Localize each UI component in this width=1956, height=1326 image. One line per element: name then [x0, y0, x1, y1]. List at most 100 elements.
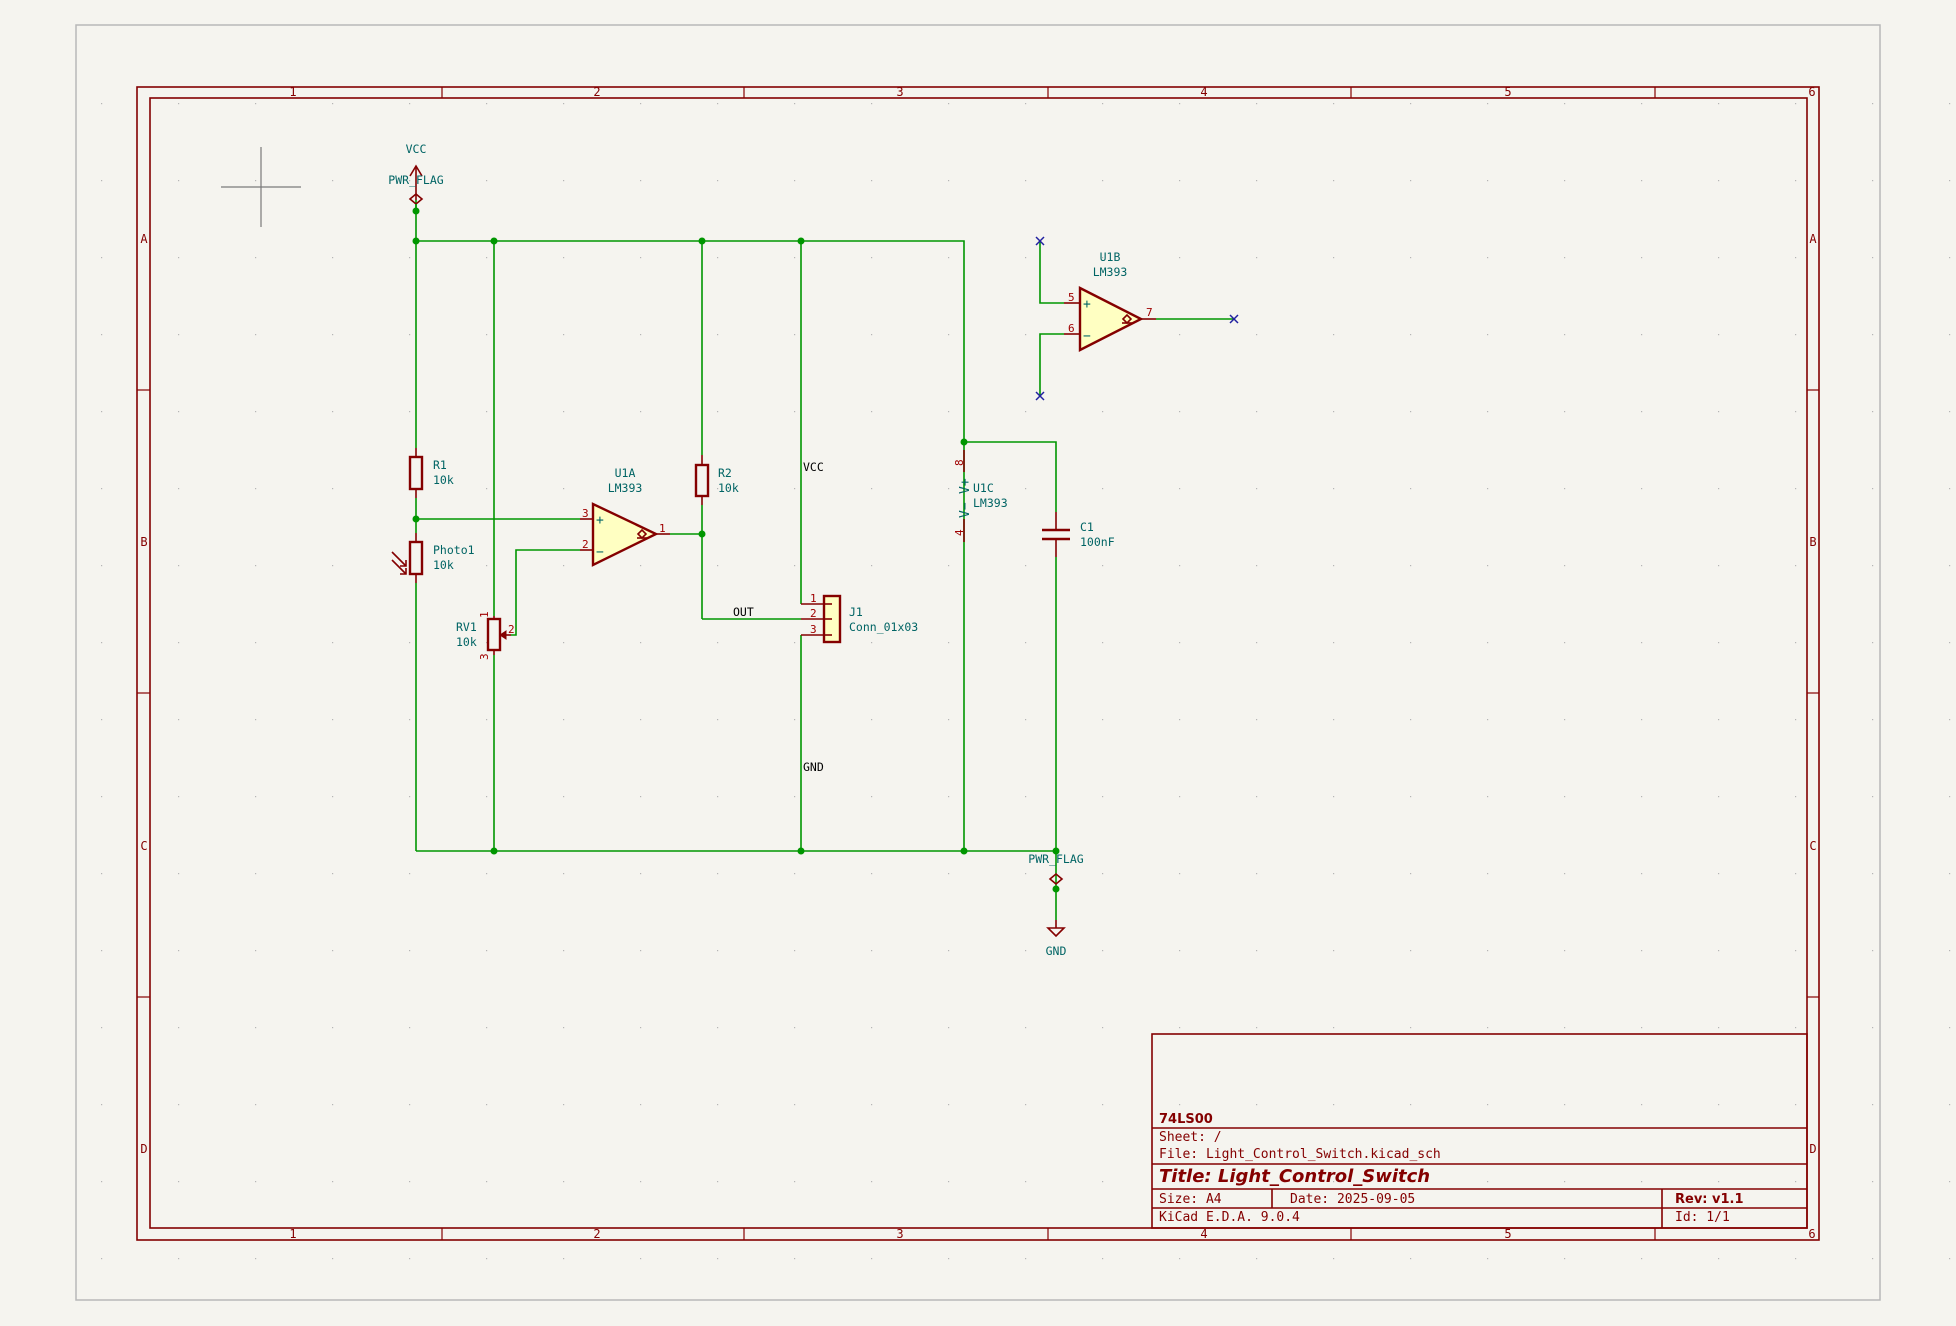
u1b-value: LM393 [1093, 265, 1128, 279]
comparator-u1b[interactable]: + − 5 6 7 U1B LM393 [1064, 250, 1156, 352]
pwr-flag-label: PWR_FLAG [388, 173, 443, 187]
pin-number: 1 [659, 522, 666, 535]
net-label-vcc[interactable]: VCC [803, 460, 824, 474]
light-arrows-icon [391, 551, 407, 575]
column-label-top: 4 [1200, 85, 1207, 99]
junction-dot [490, 237, 498, 245]
pin-number: 2 [582, 538, 589, 551]
no-connect-icon[interactable] [1229, 314, 1239, 324]
r1-reference: R1 [433, 458, 447, 472]
junction-dot [1052, 847, 1060, 855]
title-block[interactable]: 74LS00 Sheet: / File: Light_Control_Swit… [1151, 1033, 1808, 1229]
junctions [412, 207, 1060, 893]
pwr-flag-bottom[interactable]: PWR_FLAG [1028, 852, 1084, 886]
row-label-right: D [1809, 1142, 1816, 1156]
u1a-reference: U1A [615, 466, 636, 480]
r2-reference: R2 [718, 466, 732, 480]
no-connect-icon[interactable] [1035, 391, 1045, 401]
pin-number: 3 [478, 653, 491, 660]
generator-version: KiCad E.D.A. 9.0.4 [1159, 1210, 1300, 1225]
gnd-power-symbol[interactable]: GND [1046, 920, 1067, 958]
pin-number: 1 [478, 611, 491, 618]
wire[interactable] [964, 441, 1057, 512]
up-arrow-icon [409, 164, 423, 177]
row-label-left: D [140, 1142, 147, 1156]
company-name: 74LS00 [1159, 1112, 1213, 1127]
column-label-bottom: 6 [1808, 1227, 1815, 1241]
junction-dot [698, 530, 706, 538]
wire[interactable] [511, 549, 580, 636]
row-label-right: A [1809, 232, 1817, 246]
no-connect-markers [1035, 236, 1239, 401]
gnd-label: GND [1046, 944, 1067, 958]
vcc-power-symbol[interactable]: VCC [406, 142, 427, 200]
photoresistor-photo1[interactable]: Photo1 10k [391, 533, 475, 583]
vcc-label: VCC [406, 142, 427, 156]
j1-value: Conn_01x03 [849, 620, 918, 634]
comparator-u1a[interactable]: + − 3 2 1 U1A LM393 [580, 466, 670, 567]
pin-number: 6 [1068, 322, 1075, 335]
column-ticks [441, 87, 1656, 1240]
wires [415, 200, 1234, 920]
photo1-reference: Photo1 [433, 543, 475, 557]
column-label-top: 5 [1504, 85, 1511, 99]
comparator-u1c-power[interactable]: 8 4 V+ V− U1C LM393 [953, 450, 1008, 542]
rv1-reference: RV1 [456, 620, 477, 634]
junction-dot [1052, 885, 1060, 893]
minus-sign: − [596, 545, 604, 560]
wire[interactable] [1039, 241, 1064, 304]
capacitor-c1[interactable]: C1 100nF [1042, 512, 1115, 557]
pin-number: 2 [810, 607, 817, 620]
r1-value: 10k [433, 473, 454, 487]
c1-reference: C1 [1080, 520, 1094, 534]
grid-dots [101, 103, 1951, 1260]
resistor-r1[interactable]: R1 10k [408, 448, 454, 498]
net-label-out[interactable]: OUT [733, 605, 754, 619]
rv1-value: 10k [456, 635, 477, 649]
sheet-title: Title: Light_Control_Switch [1159, 1166, 1430, 1187]
column-label-bottom: 3 [896, 1227, 903, 1241]
junction-dot [797, 847, 805, 855]
junction-dot [797, 237, 805, 245]
u1a-value: LM393 [608, 481, 643, 495]
row-label-right: C [1809, 839, 1816, 853]
u1b-reference: U1B [1100, 250, 1121, 264]
potentiometer-rv1[interactable]: 1 2 3 RV1 10k [456, 611, 515, 660]
file-name: File: Light_Control_Switch.kicad_sch [1159, 1147, 1441, 1162]
plus-sign: + [1083, 297, 1091, 312]
pwr-flag-top[interactable]: PWR_FLAG [388, 173, 444, 211]
row-label-left: A [140, 232, 148, 246]
frame-outer [136, 86, 1820, 1241]
pin-number: 8 [953, 459, 966, 466]
pin-number: 7 [1146, 306, 1153, 319]
column-label-bottom: 1 [289, 1227, 296, 1241]
column-label-bottom: 4 [1200, 1227, 1207, 1241]
pin-number: 1 [810, 592, 817, 605]
column-label-top: 1 [289, 85, 296, 99]
net-label-gnd[interactable]: GND [803, 760, 824, 774]
r2-value: 10k [718, 481, 739, 495]
column-label-top: 6 [1808, 85, 1815, 99]
row-label-left: B [140, 535, 147, 549]
wire[interactable] [1039, 333, 1064, 396]
pin-number: 3 [582, 507, 589, 520]
c1-value: 100nF [1080, 535, 1115, 549]
wire[interactable] [415, 200, 965, 851]
minus-sign: − [1083, 329, 1091, 344]
junction-dot [960, 438, 968, 446]
u1c-reference: U1C [973, 481, 994, 495]
u1c-value: LM393 [973, 496, 1008, 510]
no-connect-icon[interactable] [1035, 236, 1045, 246]
revision: Rev: v1.1 [1675, 1192, 1744, 1207]
cursor-crosshair [221, 147, 301, 227]
junction-dot [698, 237, 706, 245]
plus-sign: + [596, 513, 604, 528]
junction-dot [490, 847, 498, 855]
sheet-date: Date: 2025-09-05 [1290, 1192, 1415, 1207]
pin-number: 3 [810, 623, 817, 636]
wiper-arrow-icon [499, 630, 507, 640]
connector-j1[interactable]: 1 2 3 J1 Conn_01x03 [801, 592, 918, 644]
row-label-right: B [1809, 535, 1816, 549]
resistor-r2[interactable]: R2 10k [694, 455, 739, 505]
